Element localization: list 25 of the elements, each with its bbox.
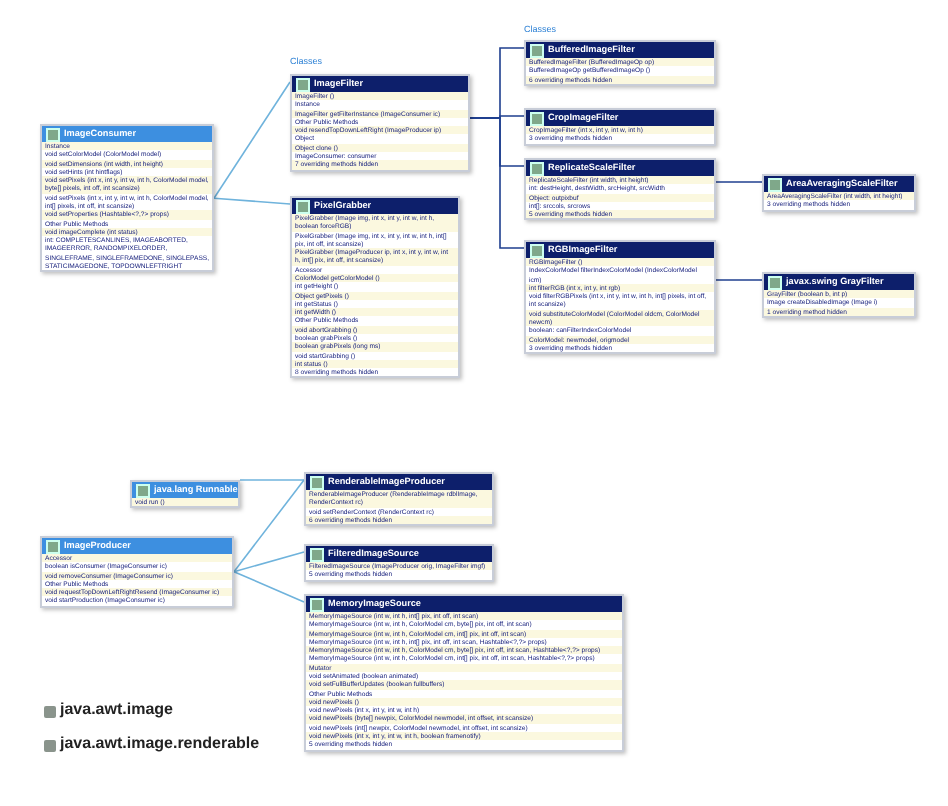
class-box [762,174,916,212]
class-box [40,536,234,608]
connector-line [715,181,763,183]
class-box [524,158,716,221]
connector-line [213,81,291,199]
package-name: java.awt.image [60,700,173,718]
class-box [130,480,240,509]
class-box [762,272,916,318]
class-box [524,108,716,146]
connector-line [233,551,305,573]
connector-line [233,479,305,573]
connector-line [469,117,525,249]
connector-line [233,570,305,603]
class-box [40,124,214,273]
connector-line [239,479,305,481]
class-box [304,594,624,751]
class-box [524,240,716,355]
connector-line [715,279,763,281]
connector-line [213,197,291,205]
class-box [290,196,460,379]
class-box [524,40,716,86]
package-name: java.awt.image.renderable [60,734,260,752]
class-box [290,74,470,172]
class-box [304,472,494,527]
class-box [304,544,494,582]
